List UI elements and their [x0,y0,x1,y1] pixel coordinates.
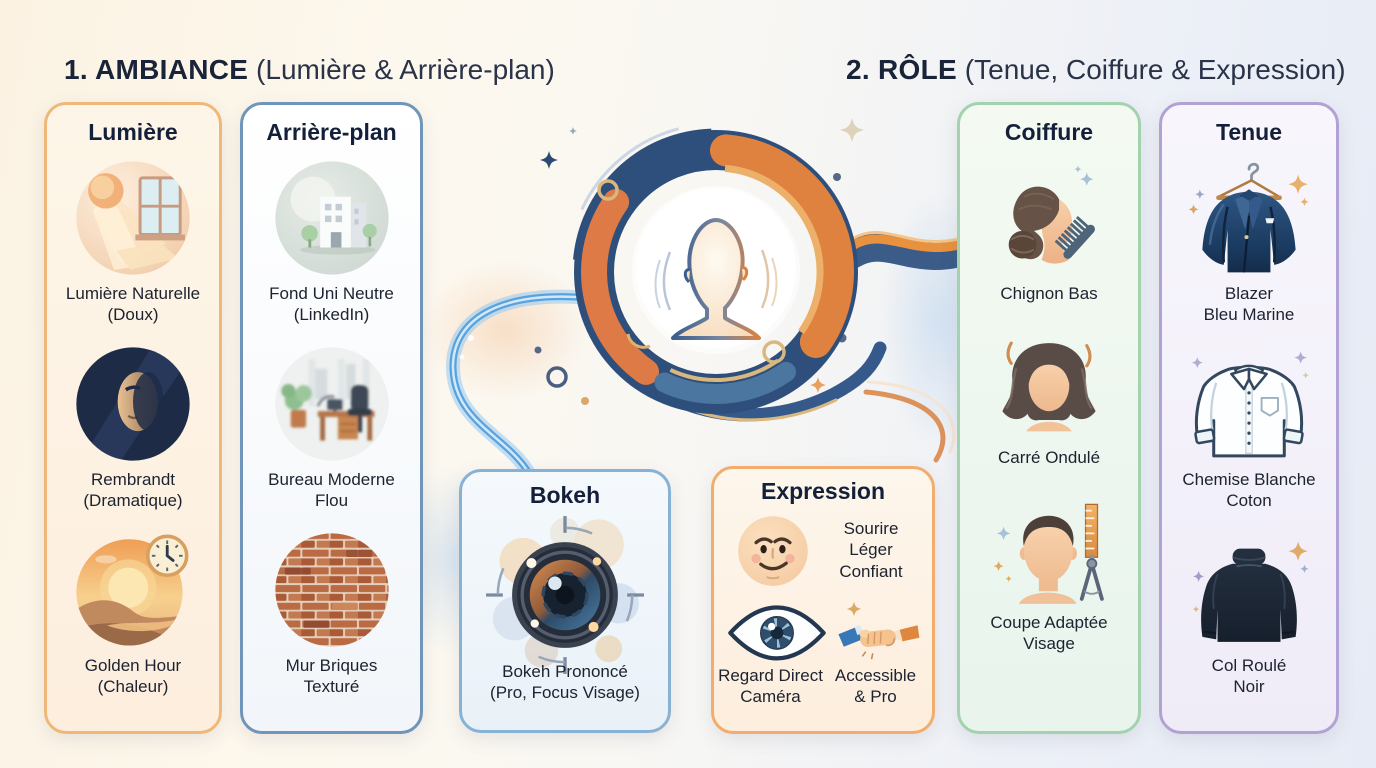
list-item: Mur Briques Texturé [243,531,420,698]
item-label: Golden Hour (Chaleur) [84,655,182,697]
comb-icon [1054,215,1096,259]
eye-camera-icon [724,599,830,663]
item-label: Bureau Moderne Flou [268,469,395,511]
smiling-face-icon [726,505,820,599]
low-bun-comb-icon [986,159,1112,277]
card-coiffure: Coiffure [957,102,1141,734]
expression-smile-row: Sourire Léger Confiant [726,505,922,599]
item-label: Mur Briques Texturé [285,655,378,697]
item-label: Blazer Bleu Marine [1203,284,1295,325]
item-label: Coupe Adaptée Visage [990,612,1108,654]
list-item: Rembrandt (Dramatique) [47,345,219,512]
white-shirt-icon [1186,345,1312,463]
item-label: Chemise Blanche Coton [1182,469,1316,511]
item-label: Carré Ondulé [997,448,1101,468]
handshake-icon [833,600,923,662]
item-label: Accessible & Pro [834,666,917,707]
wavy-bob-icon [986,323,1112,441]
clock-icon [145,534,189,577]
neutral-building-icon [273,159,391,277]
section-title-role: 2. RÔLE (Tenue, Coiffure & Expression) [846,54,1346,86]
blurred-office-icon [273,345,391,463]
ring-dot [546,366,568,388]
portrait-head-icon [654,218,778,340]
card-expression: Expression Sourire Léger Confiant [711,466,935,734]
card-lumiere: Lumière [44,102,222,734]
list-item: Fond Uni Neutre (LinkedIn) [243,159,420,326]
golden-hour-clock-icon [74,531,192,649]
black-turtleneck-icon [1186,531,1312,649]
sun-window-icon [74,159,192,277]
list-item: Chignon Bas [960,159,1138,304]
face-ruler-compass-icon [986,488,1112,606]
center-logo [536,92,896,452]
camera-lens-icon [481,511,649,674]
brick-wall-icon [273,531,391,649]
card-arriere-plan: Arrière-plan [240,102,423,734]
compass-icon [1079,554,1104,601]
list-item: Bureau Moderne Flou [243,345,420,512]
sparkle-icon [846,601,862,617]
ambiance-subtitle: (Lumière & Arrière-plan) [248,54,555,85]
list-item: Blazer Bleu Marine [1162,159,1336,326]
list-item: Coupe Adaptée Visage [960,488,1138,655]
item-label: Chignon Bas [1000,284,1098,303]
item-label: Rembrandt (Dramatique) [83,469,183,511]
card-title: Arrière-plan [266,119,397,145]
card-tenue: Tenue [1159,102,1339,734]
item-label: Sourire Léger Confiant [839,518,903,581]
list-item: Lumière Naturelle (Doux) [47,159,219,326]
card-title: Coiffure [1004,119,1094,145]
item-label: Fond Uni Neutre (LinkedIn) [269,284,394,325]
list-item: Golden Hour (Chaleur) [47,531,219,698]
card-title: Lumière [88,119,178,145]
section-title-ambiance: 1. AMBIANCE (Lumière & Arrière-plan) [64,54,555,86]
list-item: Col Roulé Noir [1162,531,1336,698]
orange-arc [863,380,956,463]
card-title: Expression [761,478,885,504]
card-bokeh: Bokeh [459,469,671,733]
list-item: Carré Ondulé [960,323,1138,468]
list-item: Chemise Blanche Coton [1162,345,1336,512]
expression-icons-row [714,599,932,663]
item-label: Lumière Naturelle (Doux) [65,284,201,325]
ambiance-title: 1. AMBIANCE [64,54,249,85]
ribbon-connector [838,231,989,270]
expression-labels-row: Regard Direct Caméra Accessible & Pro [714,665,932,708]
card-title: Bokeh [529,482,601,508]
rembrandt-face-icon [74,345,192,463]
item-label: Bokeh Prononcé (Pro, Focus Visage) [490,662,640,703]
role-subtitle: (Tenue, Coiffure & Expression) [957,54,1346,85]
swirl-portrait-logo [566,122,887,422]
item-label: Col Roulé Noir [1211,655,1287,697]
item-label: Regard Direct Caméra [718,666,823,707]
card-title: Tenue [1215,119,1283,145]
role-title: 2. RÔLE [846,54,958,85]
navy-blazer-icon [1186,159,1312,277]
